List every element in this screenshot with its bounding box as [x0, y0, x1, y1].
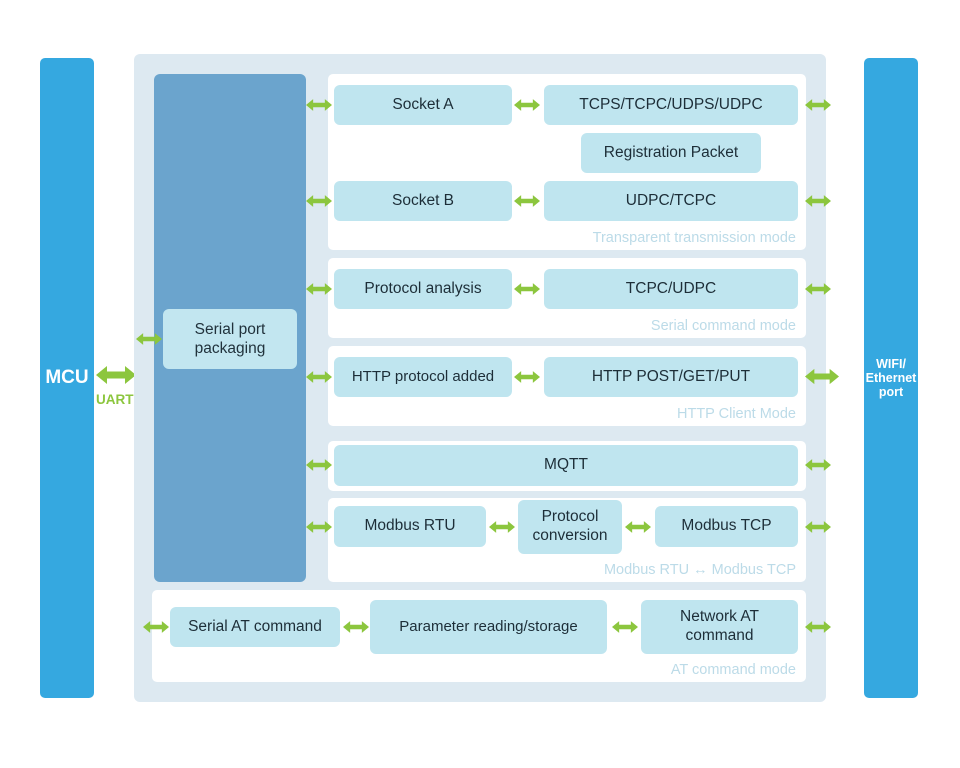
network-label-line3: port — [878, 385, 904, 399]
block-protocol-analysis[interactable]: Protocol analysis — [334, 269, 512, 309]
arrow-http-methods-to-network-icon — [805, 366, 839, 387]
block-modbus-rtu[interactable]: Modbus RTU — [334, 506, 486, 547]
arrow-serial-to-modbus-rtu-icon — [306, 519, 332, 535]
block-tcpc-udpc[interactable]: TCPC/UDPC — [544, 269, 798, 309]
arrow-serial-to-http-icon — [306, 369, 332, 385]
arrow-modbus-rtu-to-conversion-icon — [489, 519, 515, 535]
block-socket-a[interactable]: Socket A — [334, 85, 512, 125]
arrow-mcu-to-serial-packaging-icon — [136, 331, 162, 347]
mode-label-transparent: Transparent transmission mode — [592, 230, 796, 246]
arrow-mqtt-to-network-icon — [805, 457, 831, 473]
arrow-serial-to-protocol-analysis-icon — [306, 281, 332, 297]
network-at-line1: Network AT — [680, 608, 759, 626]
arrow-modbus-tcp-to-network-icon — [805, 519, 831, 535]
mode-label-http-client: HTTP Client Mode — [677, 406, 796, 422]
block-socket-b[interactable]: Socket B — [334, 181, 512, 221]
arrow-network-at-to-network-icon — [805, 619, 831, 635]
network-label: WIFI/ Ethernet port — [866, 357, 917, 399]
block-network-at-command[interactable]: Network AT command — [641, 600, 798, 654]
mcu-label: MCU — [45, 367, 89, 389]
uart-arrow-icon — [96, 364, 136, 386]
block-http-post-get-put[interactable]: HTTP POST/GET/PUT — [544, 357, 798, 397]
arrow-serial-to-socket-b-icon — [306, 193, 332, 209]
arrow-tcpc-to-network-icon — [805, 281, 831, 297]
serial-pack-line2: packaging — [194, 340, 266, 357]
block-tcps-tcpc-udps-udpc[interactable]: TCPS/TCPC/UDPS/UDPC — [544, 85, 798, 125]
arrow-udpc-to-network-icon — [805, 193, 831, 209]
arrow-protocol-analysis-to-tcpc-icon — [514, 281, 540, 297]
mode-label-modbus: Modbus RTU ↔ Modbus TCP — [603, 562, 796, 578]
network-at-line2: command — [685, 627, 754, 644]
mode-label-serial-command: Serial command mode — [650, 318, 796, 334]
block-registration-packet[interactable]: Registration Packet — [581, 133, 761, 173]
arrow-tcps-to-network-icon — [805, 97, 831, 113]
block-http-protocol-added[interactable]: HTTP protocol added — [334, 357, 512, 397]
network-endpoint-bar: WIFI/ Ethernet port — [864, 58, 918, 698]
block-udpc-tcpc[interactable]: UDPC/TCPC — [544, 181, 798, 221]
network-label-line2: Ethernet — [865, 371, 917, 385]
arrow-socket-b-to-udpc-icon — [514, 193, 540, 209]
block-parameter-reading-storage[interactable]: Parameter reading/storage — [370, 600, 607, 654]
protocol-conversion-line2: conversion — [532, 527, 608, 544]
serial-port-packaging-label: Serial port packaging — [163, 309, 297, 369]
block-protocol-conversion[interactable]: Protocol conversion — [518, 500, 622, 554]
network-label-line1: WIFI/ — [876, 357, 906, 371]
mode-label-at-command: AT command mode — [670, 662, 796, 678]
mcu-endpoint-bar: MCU — [40, 58, 94, 698]
arrow-http-to-methods-icon — [514, 369, 540, 385]
block-serial-at-command[interactable]: Serial AT command — [170, 607, 340, 647]
arrow-conversion-to-modbus-tcp-icon — [625, 519, 651, 535]
protocol-conversion-line1: Protocol — [541, 508, 599, 526]
block-mqtt[interactable]: MQTT — [334, 445, 798, 486]
arrow-serial-at-to-parameter-icon — [343, 619, 369, 635]
block-modbus-tcp[interactable]: Modbus TCP — [655, 506, 798, 547]
serial-pack-line1: Serial port — [194, 320, 266, 338]
arrow-into-serial-at-command-icon — [143, 619, 169, 635]
uart-label: UART — [96, 392, 134, 407]
arrow-parameter-to-network-at-icon — [612, 619, 638, 635]
arrow-serial-to-socket-a-icon — [306, 97, 332, 113]
arrow-serial-to-mqtt-icon — [306, 457, 332, 473]
arrow-socket-a-to-tcps-icon — [514, 97, 540, 113]
